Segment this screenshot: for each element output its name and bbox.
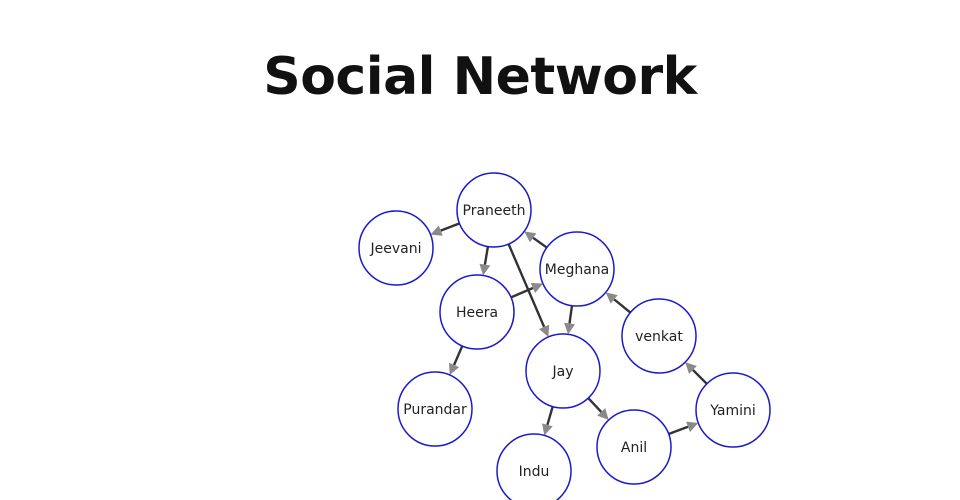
node-circle[interactable] — [525, 333, 601, 409]
node-circle[interactable] — [439, 274, 515, 350]
node-circle[interactable] — [397, 371, 473, 447]
edge-line — [568, 305, 574, 324]
node-anil[interactable]: Anil — [596, 409, 672, 485]
edge-line — [692, 369, 708, 385]
edge-heera-to-meghana — [510, 282, 544, 299]
edge-anil-to-yamini — [668, 421, 699, 436]
edge-line — [587, 397, 603, 413]
arrow-head — [686, 421, 699, 432]
node-circle[interactable] — [496, 433, 572, 500]
arrow-head — [685, 362, 697, 374]
edge-line — [507, 243, 546, 328]
node-circle[interactable] — [695, 372, 771, 448]
edge-line — [510, 286, 534, 299]
node-yamini[interactable]: Yamini — [695, 372, 771, 448]
node-venkat[interactable]: venkat — [621, 298, 697, 374]
node-jay[interactable]: Jay — [525, 333, 601, 409]
node-label: Purandar — [403, 402, 467, 418]
edge-meghana-to-jay — [564, 305, 575, 335]
node-jeevani[interactable]: Jeevani — [358, 210, 434, 286]
node-label: Indu — [519, 464, 550, 480]
edge-line — [452, 345, 464, 366]
edge-line — [668, 425, 689, 436]
edge-yamini-to-venkat — [685, 362, 708, 385]
node-label: Jeevani — [370, 241, 422, 257]
node-label: Yamini — [709, 403, 756, 419]
arrow-head — [605, 292, 618, 304]
arrow-head — [564, 322, 575, 335]
edge-line — [546, 406, 554, 426]
node-circle[interactable] — [539, 231, 615, 307]
edges-layer — [430, 222, 708, 436]
node-label: Meghana — [545, 262, 609, 278]
node-label: venkat — [635, 329, 683, 345]
edge-praneeth-to-heera — [479, 246, 491, 276]
arrow-head — [479, 263, 491, 276]
page-title: Social Network — [263, 47, 697, 107]
arrow-head — [542, 423, 553, 436]
node-label: Praneeth — [463, 203, 526, 219]
edge-praneeth-to-jay — [507, 243, 550, 337]
node-praneeth[interactable]: Praneeth — [456, 172, 532, 248]
arrow-head — [449, 362, 460, 376]
arrow-head — [539, 324, 550, 337]
edge-line — [440, 222, 460, 232]
edge-venkat-to-meghana — [605, 292, 632, 314]
edge-heera-to-purandar — [449, 345, 464, 376]
node-purandar[interactable]: Purandar — [397, 371, 473, 447]
arrow-head — [597, 408, 609, 420]
arrow-head — [530, 282, 544, 294]
node-label: Anil — [621, 440, 647, 456]
node-label: Heera — [456, 305, 498, 321]
node-circle[interactable] — [621, 298, 697, 374]
node-circle[interactable] — [358, 210, 434, 286]
arrow-head — [430, 225, 443, 236]
node-meghana[interactable]: Meghana — [539, 231, 615, 307]
edge-meghana-to-praneeth — [524, 231, 548, 249]
arrow-head — [524, 231, 537, 243]
node-circle[interactable] — [456, 172, 532, 248]
node-circle[interactable] — [596, 409, 672, 485]
edge-line — [613, 298, 632, 314]
edge-praneeth-to-jeevani — [430, 222, 460, 236]
node-label: Jay — [552, 364, 574, 380]
edge-jay-to-anil — [587, 397, 609, 420]
node-heera[interactable]: Heera — [439, 274, 515, 350]
edge-jay-to-indu — [542, 406, 554, 436]
edge-line — [532, 236, 548, 249]
node-indu[interactable]: Indu — [496, 433, 572, 500]
edge-line — [483, 246, 490, 265]
